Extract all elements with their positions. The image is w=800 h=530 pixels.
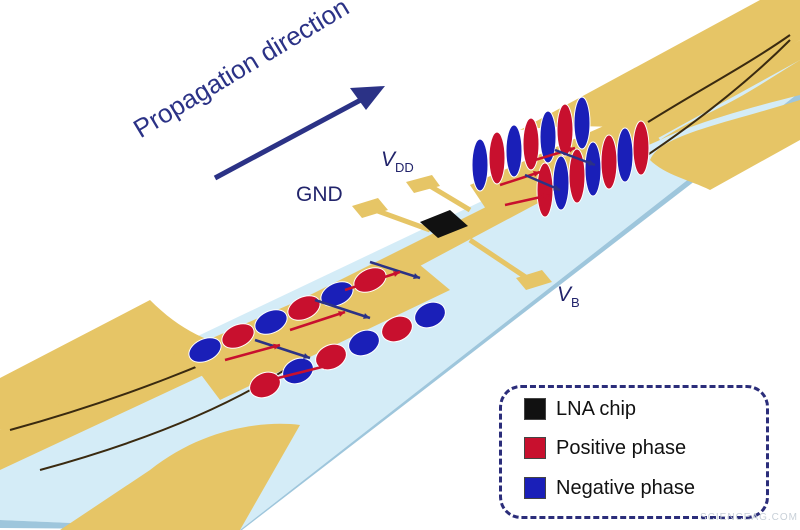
vb-subscript: B [571,295,580,310]
right-current-arrow-4 [504,193,551,207]
left-current-arrow-5-head [273,343,280,350]
left-current-arrow-4-head [303,353,310,359]
left-front-lobe-5 [414,301,446,329]
right-current-arrow-2 [534,146,576,162]
left-back-lobe-1 [221,323,255,349]
left-front-lobe-2 [315,343,347,371]
left-current-arrow-3-head [338,311,345,317]
gnd-label: GND [296,183,343,206]
legend-label-positive: Positive phase [556,436,687,459]
left-current-arrow-6 [269,363,331,382]
left-current-arrow-5 [224,343,281,362]
legend-label-negative: Negative phase [556,476,695,499]
right-current-arrow-0 [499,170,541,187]
vdd-label: VDD [381,148,414,175]
right-ground-plate-bottom [660,60,800,140]
legend-item-lna: LNA chip [524,396,636,422]
right-back-lobe-3 [522,117,540,171]
bias-line-gnd [374,207,431,233]
lna-chip [420,210,468,238]
gnd-pad [352,198,388,218]
legend: LNA chip Positive phase Negative phase [499,385,769,519]
left-front-lobe-3 [348,329,380,357]
feed-slot-right-bottom [639,39,791,161]
vb-pad [516,270,552,290]
left-current-arrow-6-head [323,363,330,370]
right-radiation-lobes [471,96,650,218]
right-back-lobe-4 [539,110,557,164]
left-front-lobe-4 [381,315,413,343]
legend-swatch-negative [524,477,546,499]
left-back-lobe-0 [188,337,222,363]
current-arrows [224,146,596,382]
legend-item-positive: Positive phase [524,435,686,461]
legend-swatch-positive [524,437,546,459]
legend-label-lna: LNA chip [556,397,637,420]
right-back-lobe-2 [505,124,523,178]
propagation-arrow [213,92,372,181]
right-ground-plate-top [520,0,800,130]
left-back-lobe-2 [254,309,288,335]
bias-line-vb [468,237,532,283]
left-current-arrow-0 [369,260,421,280]
vdd-subscript: DD [395,160,414,175]
right-ground-plate-lower [650,100,800,190]
right-front-lobe-4 [600,134,618,190]
watermark: SCIENCEAG.COM [700,512,799,523]
vb-label: VB [557,283,580,310]
left-current-arrow-1-head [393,271,400,277]
left-current-arrow-2-head [363,313,370,319]
left-current-arrow-2 [314,298,371,320]
right-current-arrow-3-head [588,159,595,166]
right-back-lobe-0 [471,138,489,192]
right-back-lobe-1 [488,131,506,185]
left-ground-plate-top [0,300,250,430]
vdd-main: V [381,148,396,171]
left-current-arrow-0-head [413,273,420,279]
legend-item-negative: Negative phase [524,475,695,501]
right-front-lobe-3 [584,141,602,197]
left-ground-plate-bottom [60,423,300,530]
right-current-arrow-2-head [568,146,575,153]
bias-line-vdd [428,183,472,213]
right-front-lobe-5 [616,127,634,183]
right-current-arrow-1 [524,173,561,192]
vb-main: V [557,283,572,306]
left-array-panel [190,265,450,400]
left-current-arrow-3 [289,310,346,332]
vdd-pad [406,175,440,193]
right-current-arrow-0-head [533,171,540,177]
right-current-arrow-3 [554,148,596,167]
left-current-arrow-4 [254,338,311,360]
propagation-arrowhead [350,86,385,110]
legend-swatch-lna [524,398,546,420]
left-current-arrow-1 [344,270,401,292]
right-current-arrow-4-head [543,193,550,200]
right-current-arrow-1-head [553,184,560,191]
right-front-lobe-1 [552,155,570,211]
right-back-lobe-6 [573,96,591,150]
right-back-lobe-5 [556,103,574,157]
left-radiation-lobes [188,267,446,399]
right-front-lobe-6 [632,120,650,176]
